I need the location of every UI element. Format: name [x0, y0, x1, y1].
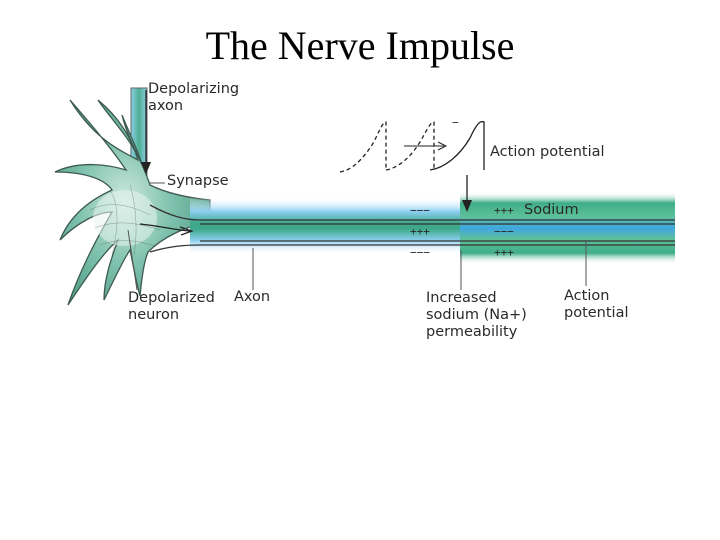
label-action-potential-graph: Action potential: [490, 144, 605, 160]
label-depolarized: Depolarized: [128, 290, 215, 306]
charge-right-inner: −−−: [494, 225, 514, 238]
charge-left-inner: +++: [410, 225, 430, 238]
label-potential: potential: [564, 305, 629, 321]
slide-title: The Nerve Impulse: [205, 23, 515, 68]
label-permeability: permeability: [426, 324, 518, 340]
label-neuron: neuron: [128, 307, 179, 323]
leader-lines: [127, 182, 587, 291]
label-increased: Increased: [426, 290, 497, 306]
neuron-soma: [54, 99, 211, 306]
label-action: Action: [564, 288, 609, 304]
charge-right-outer-top: +++: [494, 204, 514, 217]
charge-right-outer-bottom: +++: [494, 246, 514, 259]
label-sodium-na: sodium (Na+): [426, 307, 527, 323]
label-axon-incoming: axon: [148, 98, 183, 114]
label-sodium: Sodium: [524, 202, 579, 218]
label-depolarizing: Depolarizing: [148, 81, 239, 97]
action-potential-graph: [339, 120, 485, 212]
graph-minus-sign: −: [452, 116, 459, 129]
charge-left-outer-bottom: −−−: [410, 246, 430, 259]
axon-membrane: [149, 204, 675, 253]
label-axon: Axon: [234, 289, 270, 305]
label-synapse: Synapse: [167, 173, 229, 189]
charge-left-outer-top: −−−: [410, 204, 430, 217]
depolarizing-arrow: [141, 90, 151, 174]
impulse-direction-arrow: [139, 223, 194, 236]
axon-active-segment: [460, 192, 675, 264]
